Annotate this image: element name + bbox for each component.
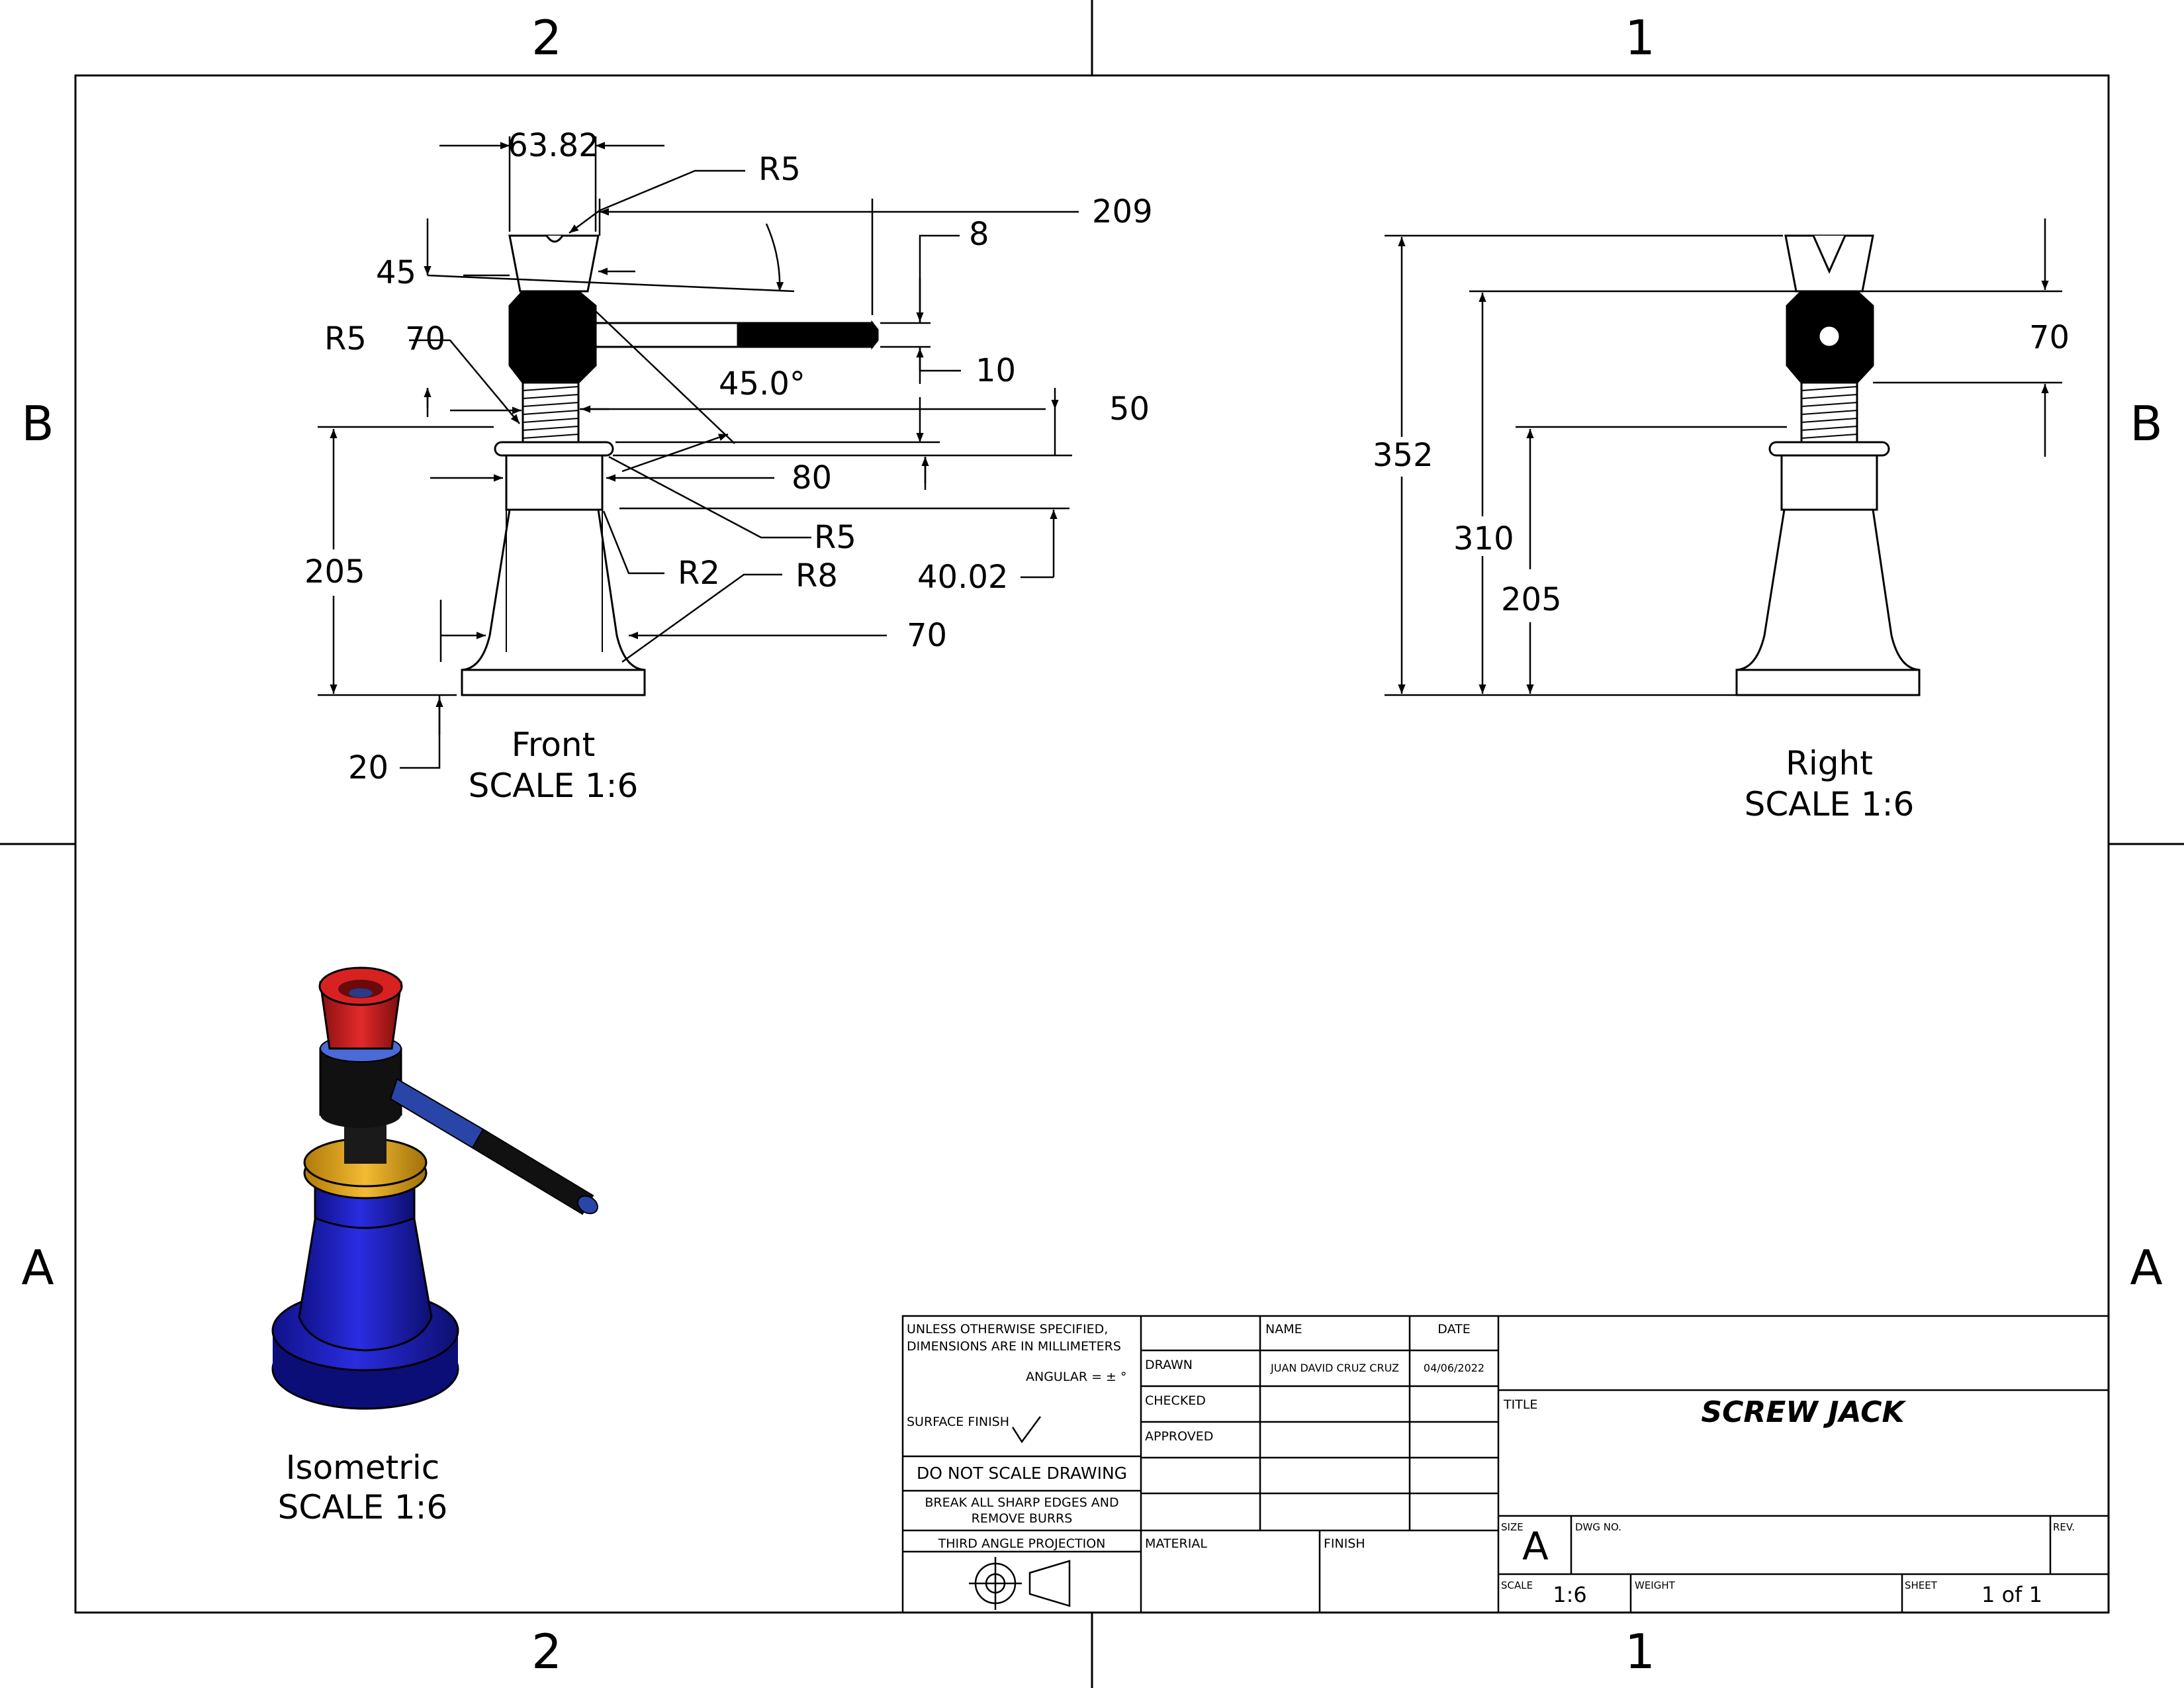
- dim-205-front: 205: [304, 553, 365, 590]
- dim-209: 209: [1092, 193, 1153, 230]
- tb-rev-label: REV.: [2053, 1521, 2075, 1533]
- tb-weight-label: WEIGHT: [1635, 1579, 1676, 1591]
- dim-20: 20: [348, 749, 388, 786]
- tb-projection: THIRD ANGLE PROJECTION: [938, 1536, 1106, 1551]
- zone-top-1: 1: [1625, 10, 1655, 66]
- right-view-geometry: [1735, 234, 1921, 696]
- dim-45: 45: [376, 254, 416, 291]
- title-block-grid: [901, 1315, 2110, 1614]
- zone-right-a: A: [2130, 1240, 2162, 1295]
- surface-finish-symbol: [1011, 1416, 1042, 1444]
- tb-dwg-label: DWG NO.: [1575, 1521, 1621, 1533]
- dim-40-02: 40.02: [917, 559, 1008, 596]
- dim-10: 10: [976, 352, 1016, 389]
- zone-top-2: 2: [531, 10, 562, 66]
- tb-scale-value: 1:6: [1553, 1582, 1587, 1607]
- drawing-title: SCREW JACK: [1701, 1395, 1906, 1429]
- front-view-title: Front: [512, 726, 595, 764]
- tb-sheet-label: SHEET: [1905, 1579, 1938, 1591]
- tb-title-label: TITLE: [1503, 1397, 1537, 1412]
- dim-r5-mid: R5: [814, 519, 856, 556]
- tb-name-header: NAME: [1265, 1322, 1302, 1336]
- right-view-scale: SCALE 1:6: [1745, 785, 1915, 823]
- dim-70-left: 70: [405, 320, 445, 357]
- tb-material-label: MATERIAL: [1145, 1536, 1207, 1551]
- dim-angle-45: 45.0°: [719, 365, 805, 402]
- tb-finish-label: FINISH: [1324, 1536, 1365, 1551]
- tb-scale-label: SCALE: [1501, 1579, 1533, 1591]
- front-dimension-lines: [318, 136, 1079, 769]
- dim-63-82: 63.82: [508, 127, 598, 164]
- dim-70-bottom: 70: [907, 617, 947, 654]
- third-angle-projection-icon: [969, 1557, 1071, 1610]
- tb-unless-line-1: UNLESS OTHERWISE SPECIFIED,: [907, 1322, 1108, 1336]
- isometric-view-title: Isometric: [286, 1448, 439, 1487]
- tb-do-not-scale: DO NOT SCALE DRAWING: [917, 1464, 1127, 1483]
- zone-left-b: B: [21, 396, 54, 451]
- dim-50: 50: [1109, 391, 1150, 428]
- isometric-view-model: [271, 966, 598, 1410]
- zone-left-a: A: [21, 1240, 54, 1295]
- dim-r2: R2: [678, 555, 720, 592]
- dim-310: 310: [1453, 520, 1514, 557]
- zone-bottom-1: 1: [1625, 1624, 1655, 1679]
- front-view-geometry: [461, 234, 879, 696]
- dim-70-right: 70: [2029, 319, 2070, 356]
- tb-break-edges-2: REMOVE BURRS: [972, 1511, 1073, 1526]
- dim-352: 352: [1373, 437, 1433, 474]
- zone-bottom-2: 2: [531, 1624, 562, 1679]
- dim-205-right: 205: [1501, 581, 1562, 618]
- tb-drawn-label: DRAWN: [1145, 1358, 1193, 1372]
- front-view-scale: SCALE 1:6: [469, 767, 639, 805]
- dim-80: 80: [792, 459, 832, 496]
- tb-date-header: DATE: [1437, 1322, 1470, 1336]
- dim-8: 8: [969, 216, 989, 253]
- tb-unless-line-2: DIMENSIONS ARE IN MILLIMETERS: [907, 1339, 1121, 1354]
- tb-break-edges-1: BREAK ALL SHARP EDGES AND: [925, 1495, 1118, 1510]
- tb-drawn-date: 04/06/2022: [1424, 1362, 1484, 1374]
- dim-r5-top: R5: [758, 151, 801, 188]
- tb-checked-label: CHECKED: [1145, 1393, 1206, 1408]
- tb-sheet-value: 1 of 1: [1981, 1582, 2042, 1607]
- isometric-view-scale: SCALE 1:6: [278, 1488, 448, 1526]
- tb-size-label: SIZE: [1501, 1521, 1524, 1533]
- tb-surface-finish: SURFACE FINISH: [907, 1415, 1009, 1429]
- dim-r5-left: R5: [324, 320, 367, 357]
- tb-drawn-name: JUAN DAVID CRUZ CRUZ: [1270, 1362, 1399, 1374]
- tb-angular: ANGULAR = ± °: [1026, 1370, 1127, 1384]
- zone-right-b: B: [2130, 396, 2162, 451]
- right-view-title: Right: [1786, 744, 1873, 782]
- tb-approved-label: APPROVED: [1145, 1429, 1213, 1444]
- right-dimension-lines: [1385, 218, 2062, 696]
- dim-r8: R8: [796, 557, 838, 594]
- tb-size-value: A: [1522, 1524, 1549, 1569]
